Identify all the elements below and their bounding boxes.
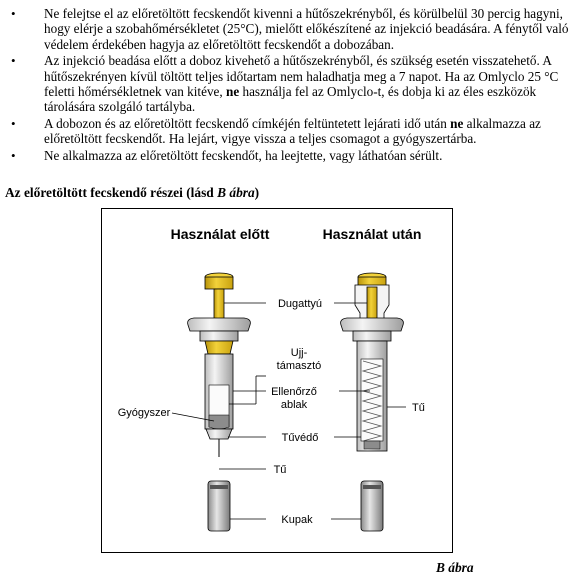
figure-caption: B ábra: [436, 560, 474, 576]
section-heading-text: Az előretöltött fecskendő részei (lásd: [5, 185, 218, 200]
bullet-text: ne: [450, 115, 464, 131]
label-finger-grip-2: támasztó: [277, 360, 322, 372]
bullet-text: alkalmazza az előretöltött fecskendőt. H…: [44, 115, 541, 147]
label-needle-right: Tű: [412, 402, 425, 414]
medicine: [208, 414, 230, 430]
bullet-item: • Ne felejtse el az előretöltött fecskend…: [0, 6, 579, 52]
title-after-use: Használat után: [323, 226, 422, 242]
bullet-item: • Ne alkalmazza az előretöltött fecskendő…: [0, 148, 579, 163]
finger-grip: [187, 317, 251, 332]
label-medicine: Gyógyszer: [118, 407, 171, 419]
bullet-item: • Az injekció beadása előtt a doboz kiveh…: [0, 53, 579, 115]
figure-caption-text: B ábra: [436, 560, 474, 575]
label-viewing-window-2: ablak: [281, 399, 308, 411]
bullet-dot-icon: •: [11, 115, 16, 131]
syringe-before-use: [187, 272, 251, 532]
bullet-text: Az injekció beadása előtt a doboz kivehe…: [44, 53, 559, 100]
bullet-text: Ne felejtse el az előretöltött fecskendő…: [44, 6, 569, 52]
needle-guard: [205, 428, 233, 440]
section-heading-close: ): [254, 185, 260, 200]
section-heading: Az előretöltött fecskendő részei (lásd B…: [5, 185, 259, 201]
label-cap: Kupak: [281, 514, 313, 526]
bullet-text: használja fel az Omlyclo-t, és dobja ki …: [44, 84, 537, 115]
plunger-head: [204, 276, 234, 290]
bullet-text: Ne alkalmazza az előretöltött fecskendőt…: [44, 147, 443, 163]
label-viewing-window-1: Ellenőrző: [271, 386, 317, 398]
bullet-text: ne: [226, 84, 240, 100]
bullet-dot-icon: •: [11, 147, 16, 163]
bullet-dot-icon: •: [11, 6, 16, 21]
section-heading-figure-ref: B ábra: [217, 185, 255, 200]
bullet-item: • A dobozon és az előretöltött fecskendő …: [0, 116, 579, 147]
title-before-use: Használat előtt: [171, 226, 270, 242]
cap: [207, 480, 231, 532]
syringe-diagram: Használat előtt Használat után: [118, 226, 425, 532]
syringe-figure: Használat előtt Használat után: [101, 208, 453, 553]
label-needle-guard: Tűvédő: [282, 432, 319, 444]
label-needle: Tű: [274, 464, 287, 476]
bullet-text: A dobozon és az előretöltött fecskendő c…: [44, 115, 451, 131]
stopper: [204, 340, 234, 355]
label-finger-grip-1: Ujj-: [291, 347, 308, 359]
bullet-list: • Ne felejtse el az előretöltött fecskend…: [0, 6, 579, 164]
bullet-dot-icon: •: [11, 53, 16, 69]
label-plunger: Dugattyú: [278, 298, 322, 310]
syringe-after-use: [340, 272, 404, 532]
